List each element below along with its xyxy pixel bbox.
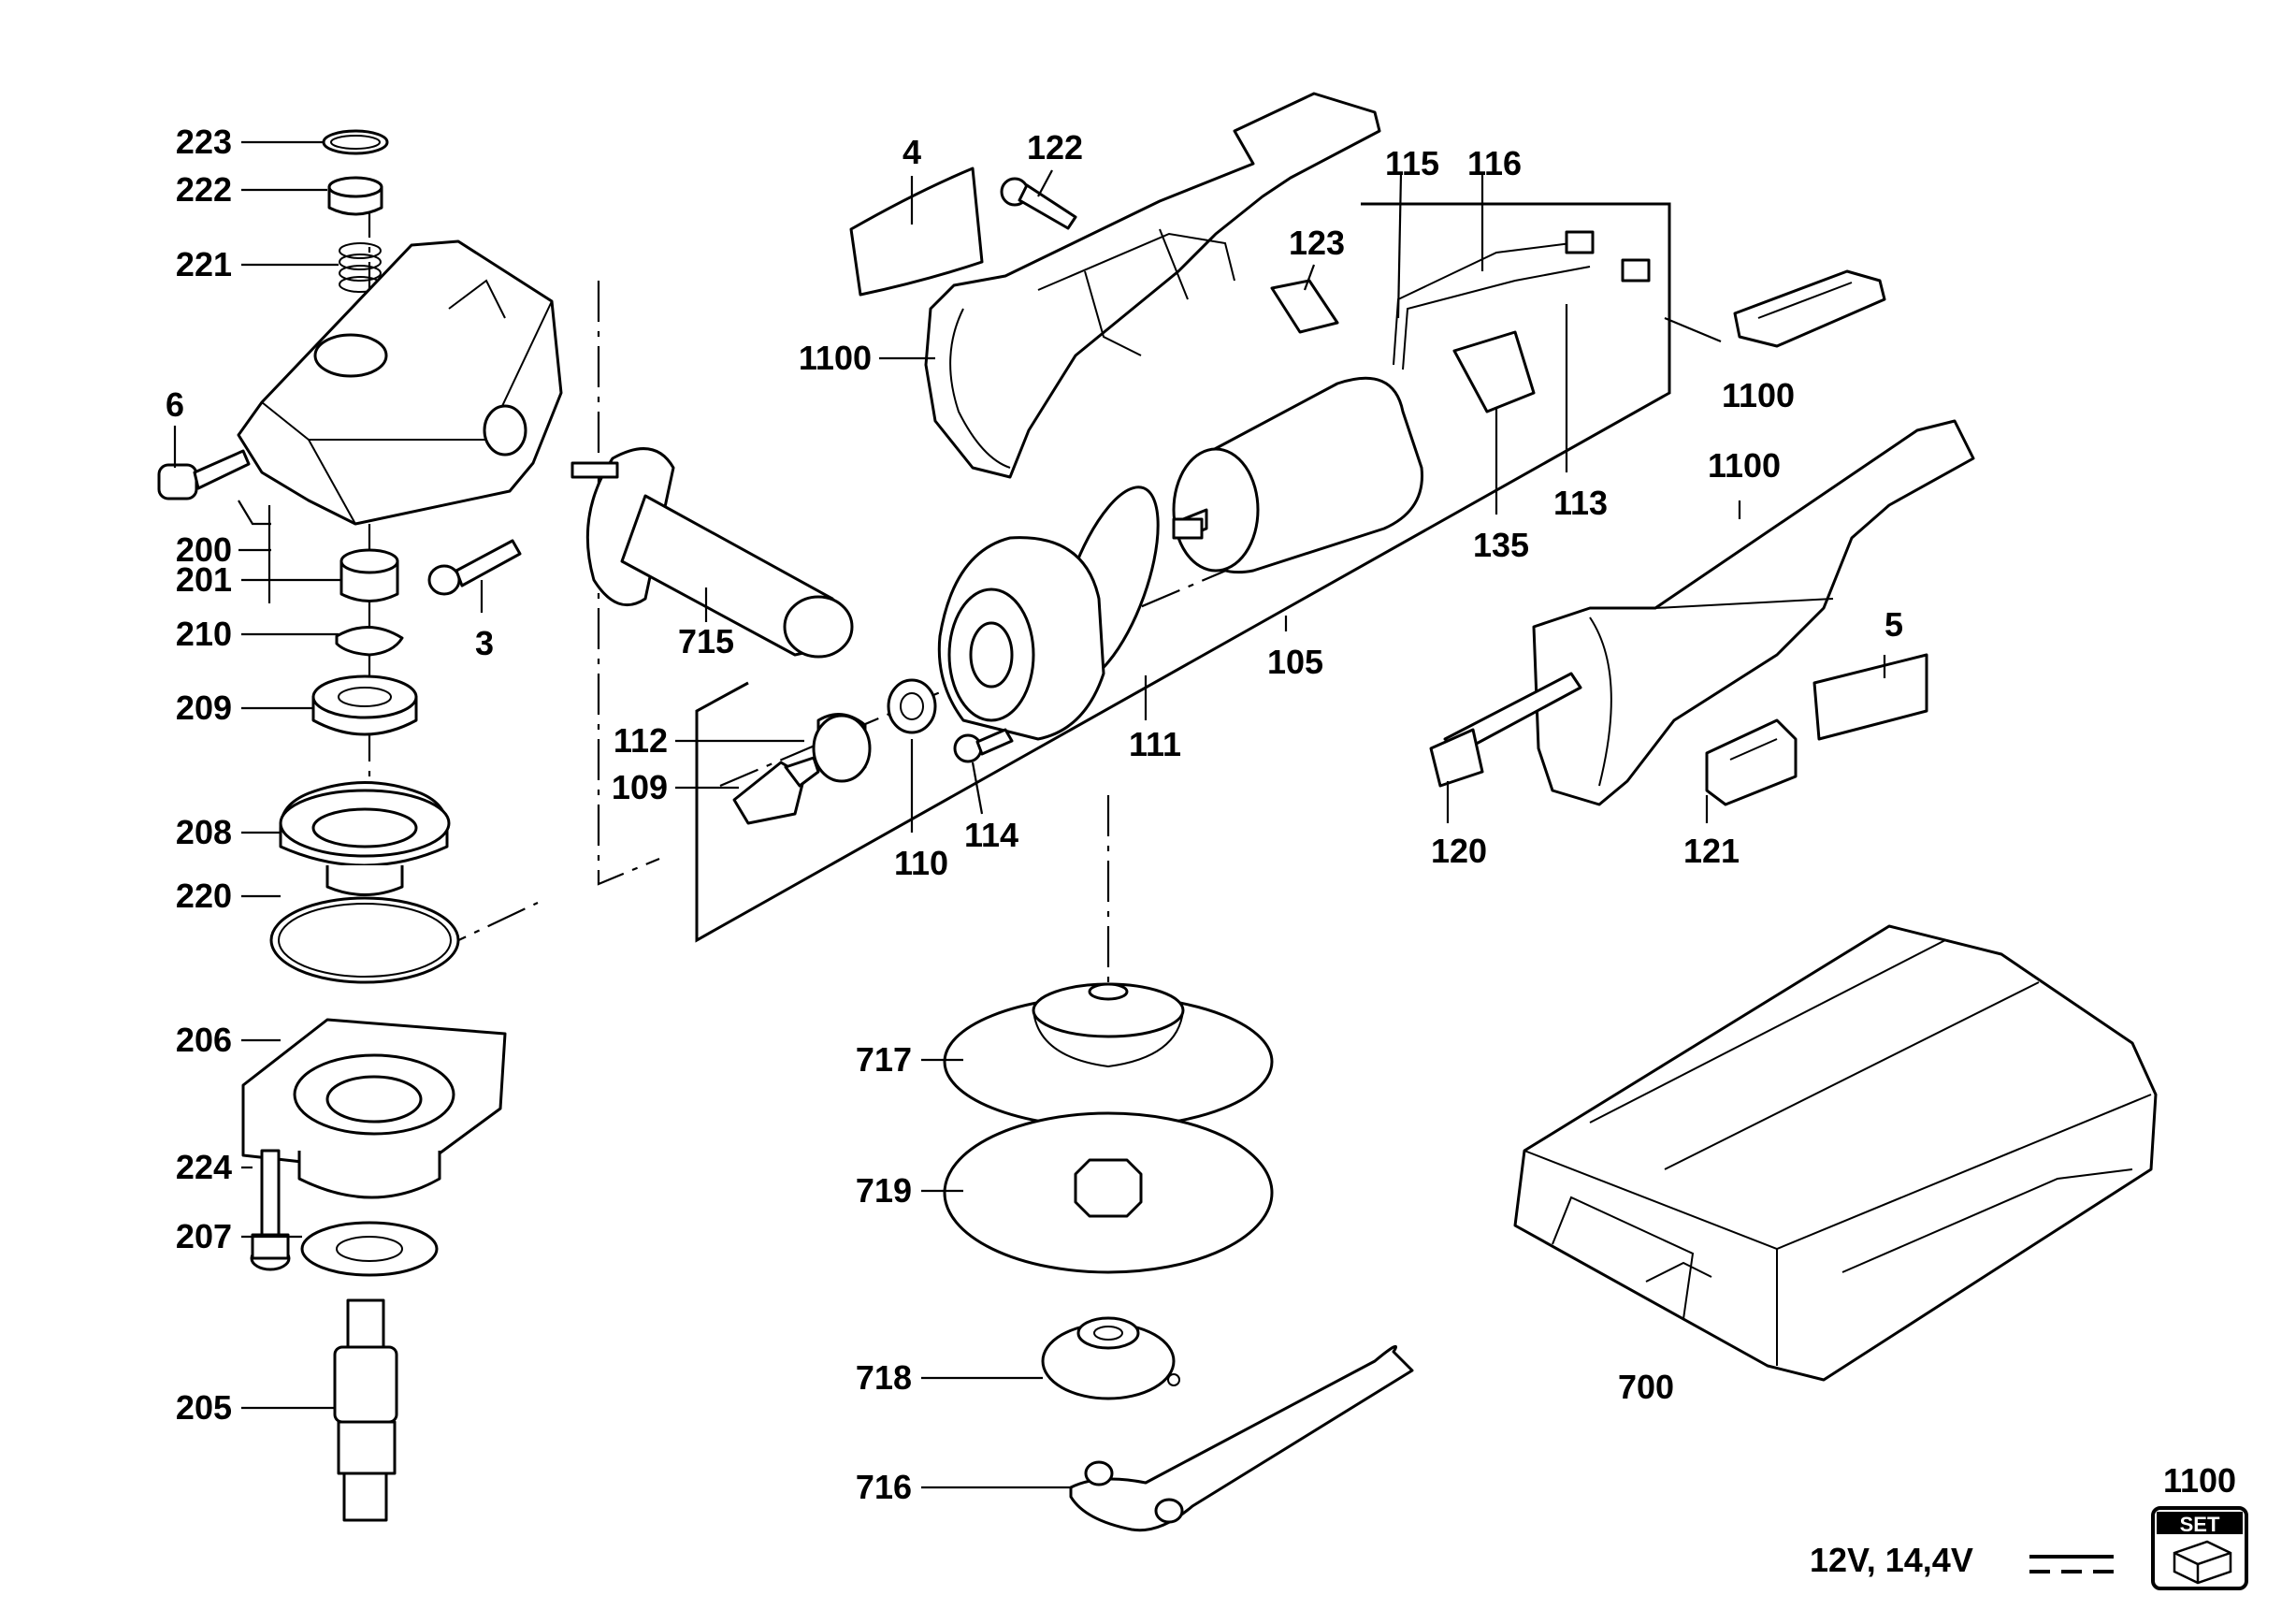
label-207: 207: [176, 1217, 232, 1255]
label-120: 120: [1431, 832, 1487, 870]
part-labels: 223 222 221 6 200 201 210 209 208 220 20…: [166, 123, 2236, 1506]
part-224-screw: [250, 1149, 291, 1271]
label-105: 105: [1267, 643, 1323, 681]
label-109: 109: [612, 768, 668, 806]
set-box-icon: SET: [2151, 1506, 2248, 1590]
voltage-rating: 12V, 14,4V: [1810, 1541, 1973, 1579]
footer: 12V, 14,4V SET: [1810, 1506, 2248, 1590]
set-label: SET: [2180, 1513, 2220, 1536]
part-715-side-handle: [570, 447, 854, 659]
label-719: 719: [856, 1171, 912, 1210]
label-5: 5: [1884, 605, 1903, 644]
label-114: 114: [964, 816, 1018, 854]
part-1100-switch-box: [1733, 269, 1886, 348]
label-6: 6: [166, 385, 184, 424]
label-717: 717: [856, 1040, 912, 1079]
handle-housing-parts: [1429, 419, 1975, 806]
part-718-clamp-nut: [1041, 1316, 1180, 1400]
part-206-flange: [241, 1018, 507, 1199]
label-1100-housing: 1100: [799, 339, 872, 377]
part-135-brush-holder: [1452, 330, 1536, 413]
part-220-oring: [269, 896, 460, 984]
part-205-spindle: [333, 1298, 398, 1522]
label-111: 111: [1129, 725, 1181, 763]
label-123: 123: [1289, 224, 1345, 262]
label-116: 116: [1467, 144, 1522, 182]
label-115: 115: [1385, 144, 1439, 182]
label-700: 700: [1618, 1368, 1674, 1406]
part-4-label: [849, 167, 984, 297]
part-201-needle-bearing: [339, 548, 399, 602]
part-700-carry-case: [1513, 924, 2158, 1382]
part-112-bearing: [812, 713, 872, 783]
part-110-bearing: [887, 678, 937, 734]
part-113-motor: [1172, 376, 1423, 574]
part-1100-motor-housing: [924, 92, 1381, 479]
part-209-bearing-bush: [311, 674, 418, 736]
label-110: 110: [894, 844, 948, 882]
part-6-screw: [157, 449, 251, 500]
part-1100-handle-housing: [1532, 419, 1975, 806]
label-4: 4: [903, 133, 921, 171]
label-716: 716: [856, 1468, 912, 1506]
part-105-motor-flange: [937, 536, 1105, 741]
label-223: 223: [176, 123, 232, 161]
part-207-washer: [300, 1221, 439, 1277]
part-123-brush: [1270, 279, 1339, 334]
part-3-screw: [427, 539, 522, 596]
part-210-circlip: [335, 626, 404, 657]
part-120-switch-slider: [1429, 672, 1582, 788]
label-224: 224: [176, 1148, 232, 1186]
label-112: 112: [614, 721, 668, 760]
label-220: 220: [176, 877, 232, 915]
motor-housing-parts: [732, 92, 1886, 825]
label-121: 121: [1683, 832, 1740, 870]
accessory-parts: [943, 982, 1414, 1532]
part-5-label: [1812, 653, 1928, 741]
label-122: 122: [1027, 128, 1083, 167]
part-200-gear-housing: [237, 239, 563, 526]
label-113: 113: [1553, 484, 1608, 522]
label-205: 205: [176, 1388, 232, 1427]
label-210: 210: [176, 615, 232, 653]
dc-symbol-icon: [2029, 1555, 2114, 1573]
part-109-pinion: [732, 756, 820, 825]
label-221: 221: [176, 245, 232, 283]
part-719-sanding-disc: [943, 1111, 1274, 1274]
part-716-spanner: [1069, 1344, 1414, 1532]
part-114-screw: [953, 728, 1014, 763]
label-222: 222: [176, 170, 232, 209]
label-135: 135: [1473, 526, 1529, 564]
label-209: 209: [176, 689, 232, 727]
leader-lines: [173, 140, 1886, 1489]
label-1100-set: 1100: [2163, 1461, 2236, 1500]
part-121-switch-button: [1705, 718, 1798, 806]
part-115-116-wires: [1393, 230, 1651, 370]
part-122-screw: [1000, 177, 1077, 230]
part-208-bevel-gear: [279, 781, 451, 896]
part-717-backing-pad: [943, 982, 1274, 1129]
label-201: 201: [176, 560, 232, 599]
label-1100-switch: 1100: [1722, 376, 1795, 414]
label-718: 718: [856, 1358, 912, 1397]
label-1100-handle: 1100: [1708, 446, 1781, 485]
gear-head-parts: [157, 129, 854, 1522]
label-3: 3: [475, 624, 494, 662]
group-frame: [695, 202, 1671, 943]
label-208: 208: [176, 813, 232, 851]
label-206: 206: [176, 1021, 232, 1059]
label-200: 200: [176, 530, 232, 569]
part-223-oring: [322, 129, 389, 155]
label-715: 715: [678, 622, 734, 660]
